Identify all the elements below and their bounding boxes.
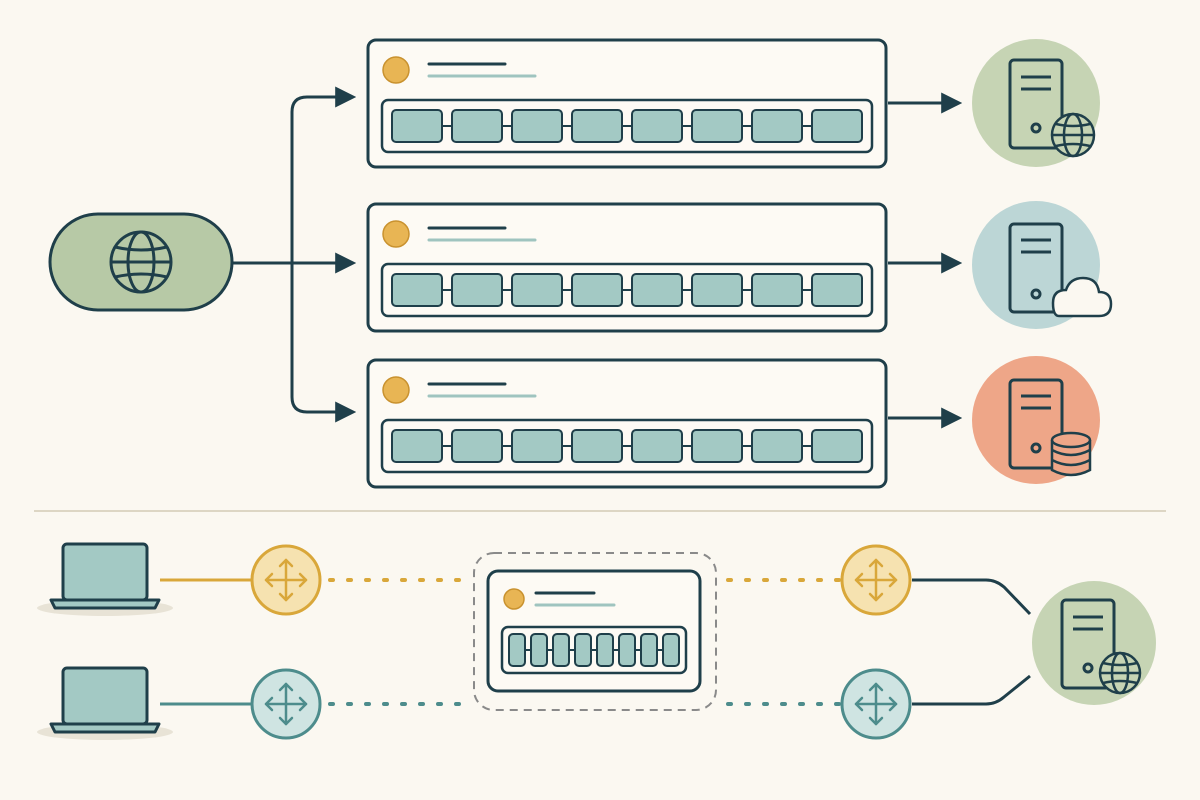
switch-port [391,429,443,463]
globe-icon [109,230,173,294]
switch-port [751,109,803,143]
server-icon [1008,378,1064,470]
switch-panel [366,358,888,489]
client-laptop-top [37,542,173,616]
router-teal-right [840,668,912,740]
status-indicator [382,56,410,84]
switch-port [691,109,743,143]
switch-port [511,109,563,143]
switch-bottom [366,358,888,489]
switch-port [451,109,503,143]
database-icon [1050,431,1092,477]
switch-port [631,429,683,463]
switch-port [751,429,803,463]
switch-port [811,109,863,143]
server-icon [1008,58,1064,150]
switch-top [366,38,888,169]
switch-panel [366,38,888,169]
switch-port [511,429,563,463]
status-indicator [382,220,410,248]
globe-icon [1050,112,1096,158]
switch-port [391,109,443,143]
router-arrows-icon [264,558,308,602]
branch-to-switch-top [290,86,357,263]
switch-port [811,273,863,307]
switch-port [391,273,443,307]
laptop-icon [49,542,161,610]
port-strip [380,262,874,318]
switch-port [511,273,563,307]
switch-port [631,109,683,143]
switch-port [571,429,623,463]
switch-port [640,633,658,667]
switch-port [618,633,636,667]
switch-port [691,429,743,463]
db-server [972,356,1100,484]
gold-to-server [912,578,1032,616]
switch-port [574,633,592,667]
top-connectors [232,86,963,429]
switch-port [751,273,803,307]
laptop-icon [49,666,161,734]
cloud-icon [1051,276,1113,318]
switch-port [571,109,623,143]
cloud-server [972,201,1113,329]
switch-port [508,633,526,667]
switch-center [486,569,702,693]
branch-to-switch-bottom [290,263,357,423]
switch-port [571,273,623,307]
web-server [972,39,1100,167]
switch-port [530,633,548,667]
switch-middle [366,202,888,333]
client-laptop-bottom [37,666,173,740]
switch-port [596,633,614,667]
router-arrows-icon [854,558,898,602]
switch-port [451,273,503,307]
server-icon [1008,222,1064,314]
status-indicator [382,376,410,404]
router-arrows-icon [854,682,898,726]
switch-panel [366,202,888,333]
dashed-group-border [473,552,717,711]
switch-port [451,429,503,463]
router-gold-right [840,544,912,616]
port-strip [500,625,688,675]
router-gold-left [250,544,322,616]
teal-to-server [912,674,1031,706]
switch-port [811,429,863,463]
status-indicator [503,588,525,610]
globe-icon [1098,651,1142,695]
bottom-web-server [1032,581,1156,705]
port-strip [380,98,874,154]
switch-port [691,273,743,307]
router-arrows-icon [264,682,308,726]
internet-node [48,212,234,312]
switch-port [552,633,570,667]
port-strip [380,418,874,474]
switch-port [631,273,683,307]
router-teal-left [250,668,322,740]
switch-port [662,633,680,667]
